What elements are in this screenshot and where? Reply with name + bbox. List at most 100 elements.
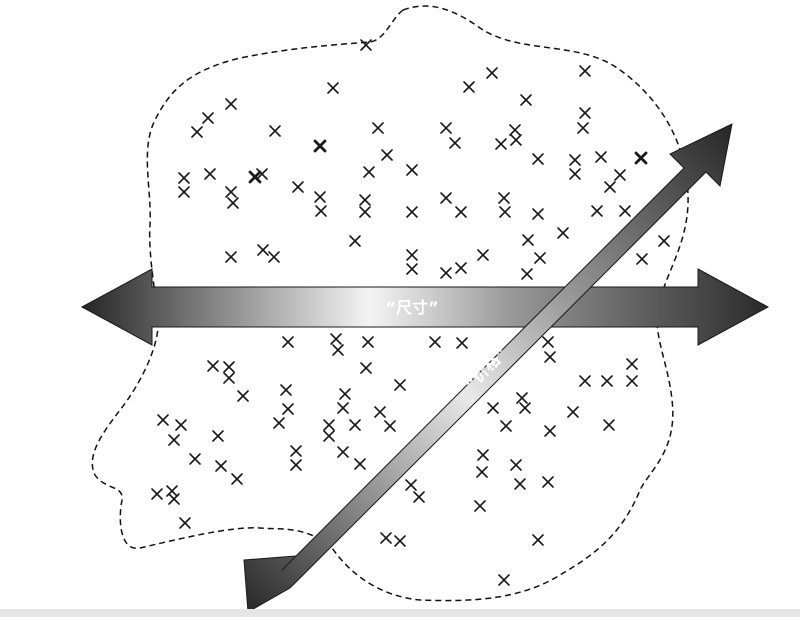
- cross-marker-icon: [359, 206, 371, 218]
- cross-marker-icon: [191, 126, 203, 138]
- cross-marker-icon: [634, 151, 648, 165]
- cross-marker-icon: [542, 476, 554, 488]
- cross-marker-icon: [332, 344, 344, 356]
- cross-marker-icon: [626, 375, 638, 387]
- cross-marker-icon: [323, 430, 335, 442]
- cross-marker-icon: [521, 268, 533, 280]
- cross-marker-icon: [510, 459, 522, 471]
- cross-marker-icon: [315, 205, 327, 217]
- cross-marker-icon: [384, 420, 396, 432]
- cross-marker-icon: [406, 164, 418, 176]
- cross-marker-icon: [157, 414, 169, 426]
- cross-marker-icon: [290, 459, 302, 471]
- cross-marker-icon: [498, 574, 510, 586]
- cross-marker-icon: [269, 125, 281, 137]
- cross-marker-icon: [313, 139, 327, 153]
- market-outline: [91, 5, 689, 602]
- cross-marker-icon: [237, 390, 249, 402]
- cross-marker-icon: [477, 449, 489, 461]
- cross-marker-icon: [557, 227, 569, 239]
- cross-marker-icon: [168, 493, 180, 505]
- cross-marker-icon: [178, 186, 190, 198]
- cross-marker-icon: [440, 267, 452, 279]
- cross-marker-icon: [487, 402, 499, 414]
- cross-marker-icon: [359, 194, 371, 206]
- cross-marker-icon: [381, 149, 393, 161]
- cross-marker-icon: [456, 337, 468, 349]
- cross-marker-icon: [455, 206, 467, 218]
- cross-marker-icon: [455, 262, 467, 274]
- cross-marker-icon: [349, 235, 361, 247]
- cross-marker-icon: [500, 420, 512, 432]
- cross-marker-icon: [495, 138, 507, 150]
- cross-marker-icon: [231, 473, 243, 485]
- cross-marker-icon: [406, 206, 418, 218]
- cross-marker-icon: [544, 425, 556, 437]
- cross-marker-icon: [591, 205, 603, 217]
- bottom-strip: [0, 609, 800, 617]
- cross-marker-icon: [178, 172, 190, 184]
- size-axis-label: “尺寸”: [385, 298, 438, 317]
- cross-marker-icon: [509, 124, 521, 136]
- cross-marker-icon: [619, 205, 631, 217]
- cross-marker-icon: [522, 234, 534, 246]
- cross-marker-icon: [282, 403, 294, 415]
- cross-marker-icon: [337, 402, 349, 414]
- cross-marker-icon: [514, 478, 526, 490]
- cross-marker-icon: [614, 169, 626, 181]
- cross-marker-icon: [273, 417, 285, 429]
- cross-marker-icon: [362, 336, 374, 348]
- cross-marker-icon: [476, 466, 488, 478]
- cross-marker-icon: [440, 122, 452, 134]
- cross-marker-icon: [463, 81, 475, 93]
- cross-marker-icon: [542, 336, 554, 348]
- cross-marker-icon: [579, 375, 591, 387]
- cross-marker-icon: [516, 392, 528, 404]
- cross-marker-icon: [179, 517, 191, 529]
- cross-marker-icon: [579, 107, 591, 119]
- cross-marker-icon: [257, 244, 269, 256]
- cross-marker-icon: [323, 419, 335, 431]
- cross-marker-icon: [223, 372, 235, 384]
- cross-marker-icon: [280, 384, 292, 396]
- cross-marker-icon: [577, 122, 589, 134]
- cross-marker-icon: [292, 181, 304, 193]
- cross-marker-icon: [498, 192, 510, 204]
- cross-marker-icon: [519, 402, 531, 414]
- cross-marker-icon: [406, 249, 418, 261]
- cross-marker-icon: [189, 453, 201, 465]
- cross-marker-icon: [569, 168, 581, 180]
- cross-marker-icon: [204, 168, 216, 180]
- cross-marker-icon: [532, 534, 544, 546]
- cross-marker-icon: [405, 479, 417, 491]
- cross-marker-icon: [337, 446, 349, 458]
- cross-marker-icon: [534, 252, 546, 264]
- cross-marker-icon: [227, 197, 239, 209]
- cross-marker-icon: [569, 154, 581, 166]
- cross-marker-icon: [215, 460, 227, 472]
- cross-marker-icon: [360, 362, 372, 374]
- cross-marker-icon: [207, 360, 219, 372]
- cross-marker-icon: [544, 351, 556, 363]
- cross-marker-icon: [520, 94, 532, 106]
- cross-marker-icon: [474, 500, 486, 512]
- cross-marker-icon: [175, 419, 187, 431]
- price-axis-arrow: “价格”: [243, 123, 733, 613]
- cross-marker-icon: [406, 263, 418, 275]
- cross-marker-icon: [168, 434, 180, 446]
- cross-marker-icon: [225, 98, 237, 110]
- cross-marker-icon: [429, 336, 441, 348]
- cross-marker-icon: [225, 186, 237, 198]
- cross-marker-icon: [372, 122, 384, 134]
- cross-marker-icon: [601, 375, 613, 387]
- cross-marker-icon: [339, 388, 351, 400]
- cross-marker-icon: [413, 491, 425, 503]
- cross-marker-icon: [626, 358, 638, 370]
- cross-marker-icon: [477, 249, 489, 261]
- cross-marker-icon: [360, 39, 372, 51]
- cross-marker-icon: [510, 134, 522, 146]
- cross-marker-icon: [499, 206, 511, 218]
- cross-marker-icon: [354, 458, 366, 470]
